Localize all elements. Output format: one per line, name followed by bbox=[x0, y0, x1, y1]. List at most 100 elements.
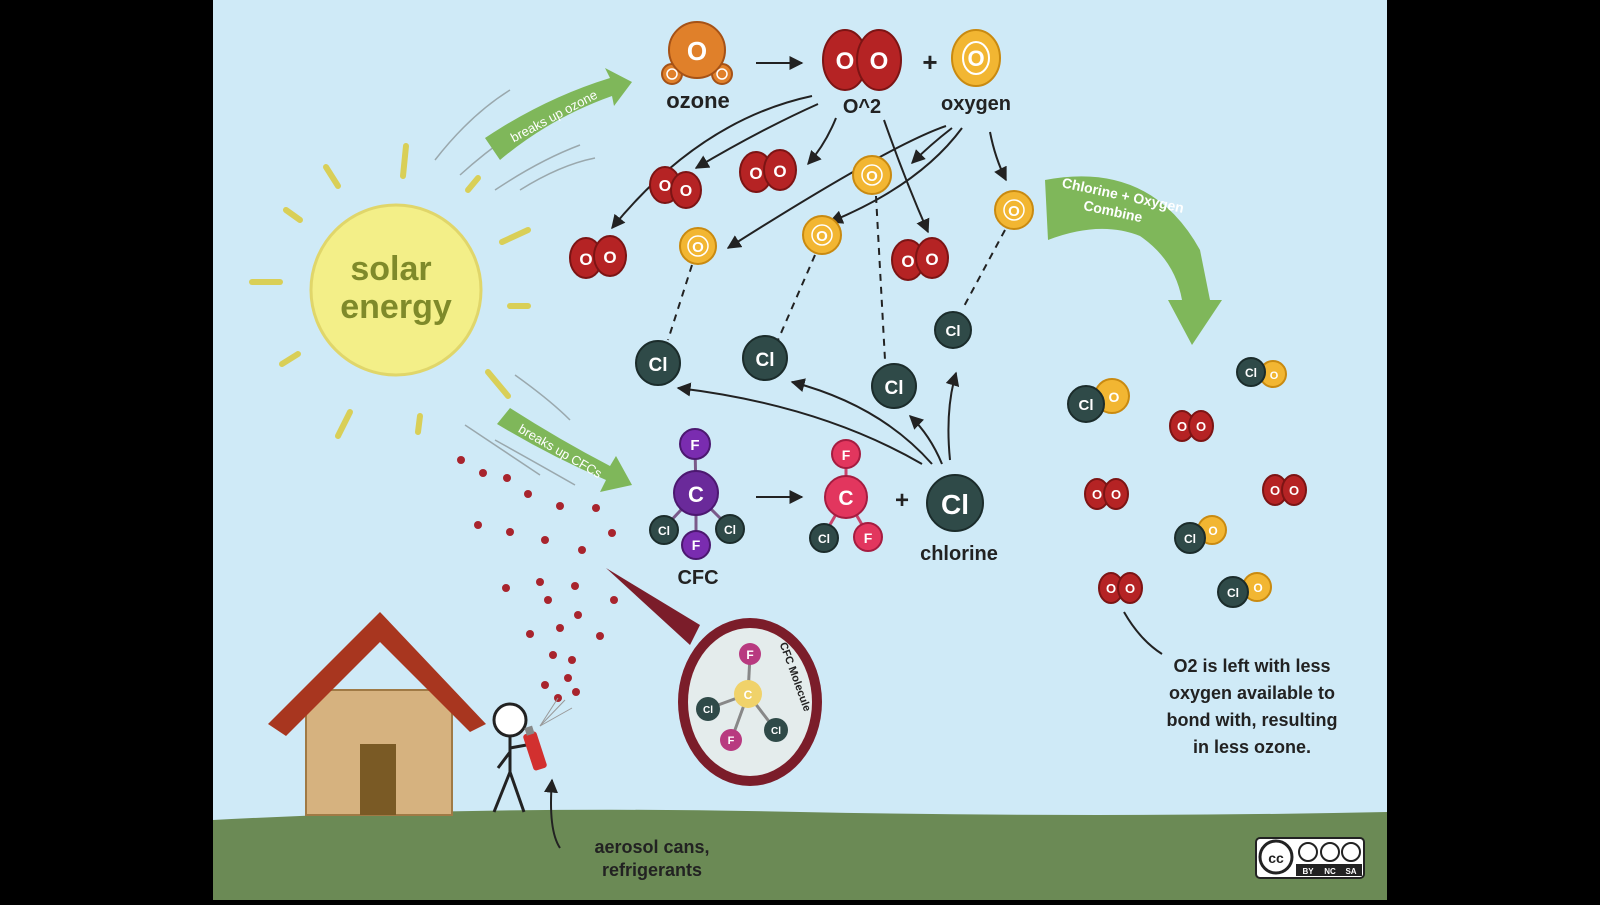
clo-molecule-3: O Cl bbox=[1174, 515, 1227, 554]
svg-text:F: F bbox=[728, 735, 735, 747]
svg-text:O: O bbox=[1008, 203, 1020, 220]
sun-label-line1: solar bbox=[350, 250, 431, 288]
svg-text:O: O bbox=[680, 183, 692, 200]
svg-text:oxygen available to: oxygen available to bbox=[1169, 683, 1335, 703]
svg-text:O: O bbox=[866, 168, 878, 185]
sun: solar energy bbox=[249, 143, 531, 439]
svg-text:Cl: Cl bbox=[818, 532, 830, 546]
svg-text:O: O bbox=[579, 250, 592, 269]
svg-text:Cl: Cl bbox=[756, 350, 775, 371]
cfc-fragment: F C Cl F bbox=[809, 439, 883, 553]
o2-molecule-top: O O O^2 bbox=[822, 29, 902, 118]
aerosol-pointer-arrow bbox=[544, 778, 561, 849]
svg-text:Cl: Cl bbox=[885, 378, 904, 399]
svg-text:O: O bbox=[1106, 581, 1116, 596]
svg-text:O: O bbox=[749, 164, 762, 183]
oxygen-label: oxygen bbox=[941, 93, 1011, 115]
svg-text:O: O bbox=[1270, 370, 1279, 382]
svg-text:O: O bbox=[1177, 419, 1187, 434]
svg-text:O: O bbox=[1208, 524, 1217, 538]
svg-text:bond with, resulting: bond with, resulting bbox=[1167, 710, 1338, 730]
svg-text:Cl: Cl bbox=[1227, 586, 1239, 600]
svg-text:Cl: Cl bbox=[1245, 366, 1257, 380]
svg-text:O: O bbox=[773, 162, 786, 181]
svg-text:O: O bbox=[687, 36, 707, 66]
ground bbox=[213, 809, 1387, 900]
oxygen-atom-1: O bbox=[679, 227, 717, 265]
svg-text:Cl: Cl bbox=[946, 323, 961, 340]
house-door bbox=[360, 744, 396, 815]
chlorine-atom-2: Cl bbox=[742, 335, 788, 381]
o2-molecule-right-3: O O bbox=[1262, 474, 1307, 506]
oxygen-atom-top: O oxygen bbox=[941, 29, 1011, 115]
svg-text:O: O bbox=[1196, 419, 1206, 434]
svg-text:O: O bbox=[816, 228, 828, 245]
svg-text:in less ozone.: in less ozone. bbox=[1193, 737, 1311, 757]
ozone-molecule: O ozone bbox=[661, 21, 733, 113]
sa-icon bbox=[1341, 842, 1361, 862]
svg-text:Cl: Cl bbox=[724, 523, 736, 537]
chlorine-atom-4: Cl bbox=[934, 311, 972, 349]
svg-text:BY: BY bbox=[1302, 867, 1314, 876]
sun-label-line2: energy bbox=[340, 288, 452, 326]
svg-text:O: O bbox=[901, 252, 914, 271]
reaction-arrows-chlorine bbox=[676, 371, 960, 465]
cc-icon bbox=[1258, 839, 1294, 875]
chlorine-atom-main: Cl chlorine bbox=[920, 474, 998, 565]
o2-molecule-4: O O bbox=[891, 237, 949, 281]
sun-rays bbox=[249, 143, 531, 439]
house bbox=[268, 612, 486, 816]
o2-molecule-right-4: O O bbox=[1098, 572, 1143, 604]
clo-molecule-1: O Cl bbox=[1067, 378, 1130, 423]
svg-text:O: O bbox=[659, 178, 671, 195]
cfc-molecule-zoom-bubble: F C Cl F Cl CFC Molecule bbox=[606, 568, 822, 786]
svg-text:O: O bbox=[1111, 487, 1121, 502]
aerosol-label-line2: refrigerants bbox=[602, 860, 702, 880]
svg-text:SA: SA bbox=[1345, 867, 1356, 876]
o2-molecule-3: O O bbox=[569, 235, 627, 279]
svg-text:C: C bbox=[744, 688, 753, 702]
chlorine-atom-3: Cl bbox=[871, 363, 917, 409]
svg-text:Cl: Cl bbox=[1184, 532, 1196, 546]
ozone-atom bbox=[668, 21, 726, 79]
svg-text:Cl: Cl bbox=[1079, 397, 1094, 414]
chlorine-label: chlorine bbox=[920, 543, 998, 565]
oxygen-atom-2: O bbox=[852, 155, 892, 195]
svg-text:C: C bbox=[838, 487, 853, 510]
nc-icon bbox=[1320, 842, 1340, 862]
svg-text:F: F bbox=[692, 537, 701, 553]
svg-text:O: O bbox=[1092, 487, 1102, 502]
by-icon bbox=[1298, 842, 1318, 862]
aerosol-label-line1: aerosol cans, bbox=[594, 837, 709, 857]
energy-streaks bbox=[434, 89, 596, 486]
svg-text:O: O bbox=[1289, 483, 1299, 498]
svg-text:O: O bbox=[967, 46, 984, 71]
house-roof bbox=[268, 612, 486, 736]
cc-license-badge: cc BY NC SA bbox=[1255, 837, 1365, 879]
cfc-molecule: F C Cl Cl F CFC bbox=[649, 428, 745, 589]
svg-text:F: F bbox=[690, 437, 699, 454]
svg-text:F: F bbox=[746, 648, 753, 662]
o2-molecule-right-1: O O bbox=[1169, 410, 1214, 442]
svg-text:O: O bbox=[1253, 581, 1262, 595]
svg-text:Cl: Cl bbox=[703, 705, 713, 716]
result-text: O2 is left with less oxygen available to… bbox=[1167, 656, 1338, 757]
svg-text:F: F bbox=[842, 447, 851, 463]
svg-text:O: O bbox=[836, 48, 855, 75]
aerosol-spray-particles bbox=[457, 456, 618, 702]
cfc-label: CFC bbox=[677, 567, 718, 589]
aerosol-can bbox=[523, 697, 573, 771]
dashed-bonds bbox=[667, 195, 1006, 361]
svg-text:C: C bbox=[688, 482, 704, 507]
svg-text:O: O bbox=[1125, 581, 1135, 596]
clo-molecule-4: O Cl bbox=[1217, 572, 1272, 608]
svg-text:O: O bbox=[925, 250, 938, 269]
sun-disc bbox=[309, 203, 483, 377]
o2-molecule-right-2: O O bbox=[1084, 478, 1129, 510]
svg-text:O: O bbox=[1270, 483, 1280, 498]
chlorine-atom-1: Cl bbox=[635, 340, 681, 386]
svg-text:O2 is left with less: O2 is left with less bbox=[1173, 656, 1330, 676]
svg-text:Cl: Cl bbox=[941, 489, 969, 520]
